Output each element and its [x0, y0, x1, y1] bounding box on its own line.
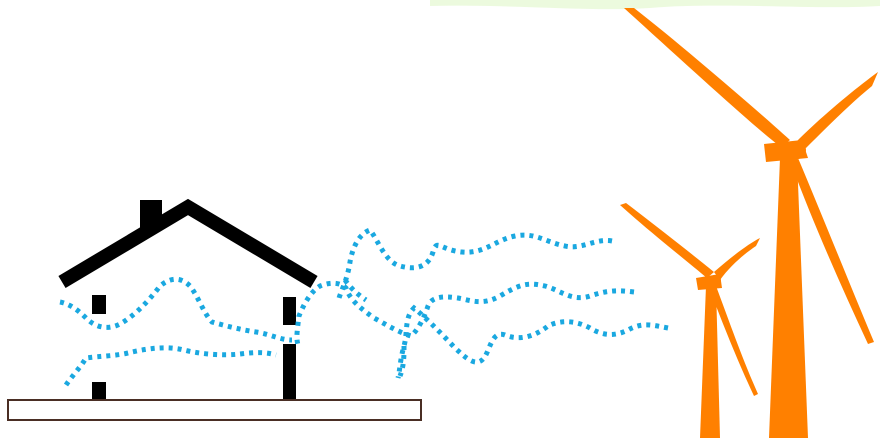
turbine-small-blade-upper-right	[714, 238, 760, 280]
turbine-large-tower	[769, 158, 808, 438]
sound-wave-5	[66, 348, 276, 385]
turbine-small-blade-upper-left	[620, 203, 714, 278]
house	[62, 200, 314, 400]
turbine-large-blade-lower	[792, 158, 874, 344]
house-right-wall-upper	[283, 297, 296, 325]
turbine-large-blade-upper-right	[796, 72, 878, 148]
turbine-small-hub	[709, 275, 721, 287]
house-roof	[62, 207, 314, 282]
sound-wave-2	[297, 283, 634, 345]
house-chimney	[140, 200, 162, 230]
top-accent-shape	[430, 0, 880, 9]
wind-turbine-small	[620, 203, 760, 438]
turbine-small-tower	[700, 286, 720, 438]
sound-waves	[60, 230, 668, 385]
sound-wave-1	[338, 230, 612, 302]
wind-turbine-large	[624, 8, 878, 438]
house-left-wall-lower	[92, 382, 106, 399]
turbine-large-hub	[788, 141, 806, 159]
ground-slab	[8, 400, 421, 420]
turbine-large-blade-upper-left	[624, 8, 790, 147]
house-left-wall-upper	[92, 295, 106, 314]
top-accent-glow	[430, 0, 880, 9]
sound-wave-3	[398, 308, 668, 378]
house-right-wall-lower	[283, 344, 296, 400]
